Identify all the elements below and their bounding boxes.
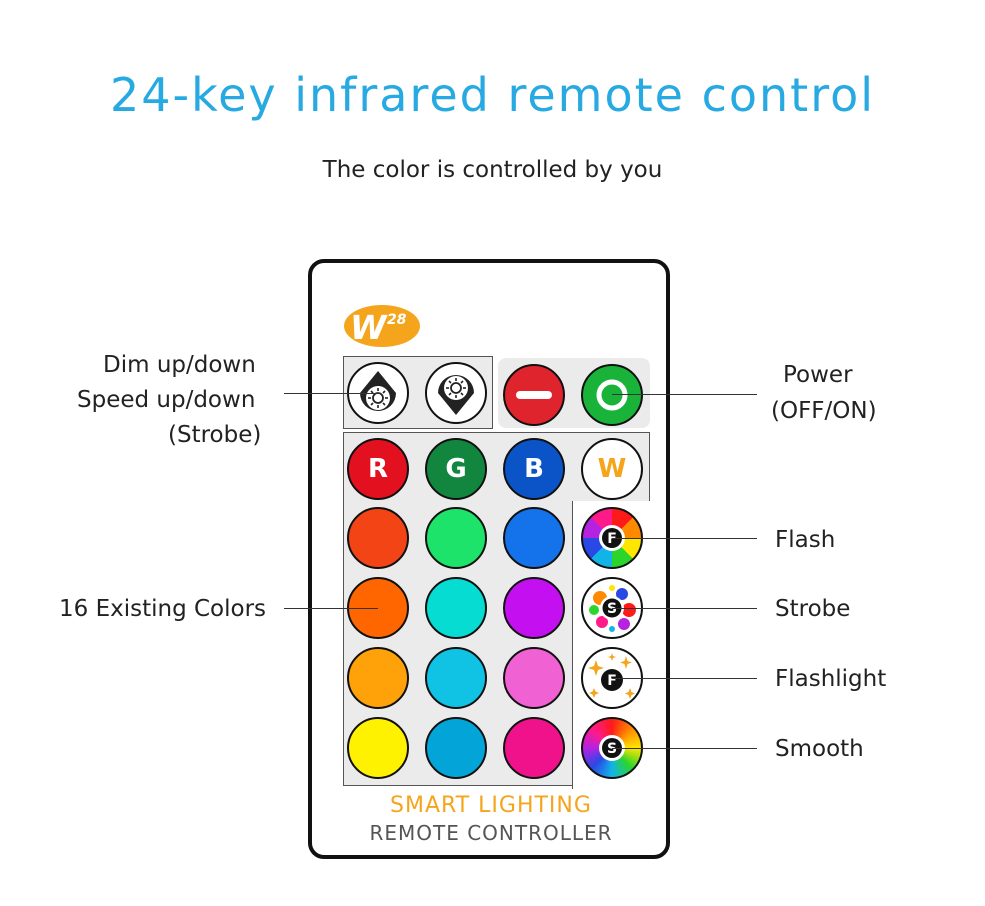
dim-label-line1: Dim up/down: [103, 352, 256, 378]
flashlight-callout-line: [612, 678, 757, 679]
color-button-orange[interactable]: [347, 577, 409, 639]
minus-icon: [516, 391, 552, 399]
svg-text:F: F: [607, 531, 617, 547]
flash-label: Flash: [775, 527, 836, 553]
color-button-light-blue[interactable]: [503, 507, 565, 569]
color-button-magenta[interactable]: [503, 717, 565, 779]
remote-footer-line1: SMART LIGHTING: [390, 793, 592, 818]
dim-label-line2: Speed up/down: [77, 387, 256, 413]
smooth-callout-line: [612, 748, 757, 749]
page-title: 24-key infrared remote control: [109, 68, 876, 122]
color-button-yellow[interactable]: [347, 717, 409, 779]
white-button[interactable]: W: [581, 438, 643, 500]
existing-colors-callout-line: [284, 608, 378, 609]
dim-label-line3: (Strobe): [168, 422, 262, 448]
color-button-light-green[interactable]: [425, 507, 487, 569]
power-label-line1: Power: [783, 362, 853, 388]
color-button-ocean[interactable]: [425, 717, 487, 779]
strobe-label: Strobe: [775, 596, 851, 622]
svg-text:28: 28: [387, 312, 407, 328]
color-button-pink[interactable]: [503, 647, 565, 709]
w28-logo: W 28: [342, 302, 422, 350]
strobe-callout-line: [612, 608, 757, 609]
svg-text:F: F: [607, 673, 617, 689]
red-button[interactable]: R: [347, 438, 409, 500]
dim-down-button[interactable]: [425, 362, 487, 424]
power-label-line2: (OFF/ON): [771, 398, 877, 424]
power-callout-line: [612, 394, 757, 395]
green-button[interactable]: G: [425, 438, 487, 500]
page-subtitle: The color is controlled by you: [322, 157, 663, 183]
dim-callout-line: [284, 393, 381, 394]
flashlight-label: Flashlight: [775, 666, 887, 692]
color-button-amber[interactable]: [347, 647, 409, 709]
color-button-red-orange[interactable]: [347, 507, 409, 569]
svg-text:S: S: [607, 741, 617, 757]
svg-text:S: S: [607, 601, 617, 617]
remote-footer-line2: REMOTE CONTROLLER: [369, 821, 613, 845]
svg-text:W: W: [350, 308, 388, 347]
existing-colors-label: 16 Existing Colors: [59, 596, 267, 622]
power-on-button[interactable]: [581, 364, 643, 426]
flash-callout-line: [612, 538, 757, 539]
smooth-label: Smooth: [775, 736, 864, 762]
color-button-sky[interactable]: [425, 647, 487, 709]
color-button-cyan[interactable]: [425, 577, 487, 639]
color-button-purple[interactable]: [503, 577, 565, 639]
ring-icon: [596, 379, 628, 411]
dim-down-icon: [438, 375, 474, 415]
power-off-button[interactable]: [503, 364, 565, 426]
sparkle-icon: F: [588, 653, 635, 699]
blue-button[interactable]: B: [503, 438, 565, 500]
